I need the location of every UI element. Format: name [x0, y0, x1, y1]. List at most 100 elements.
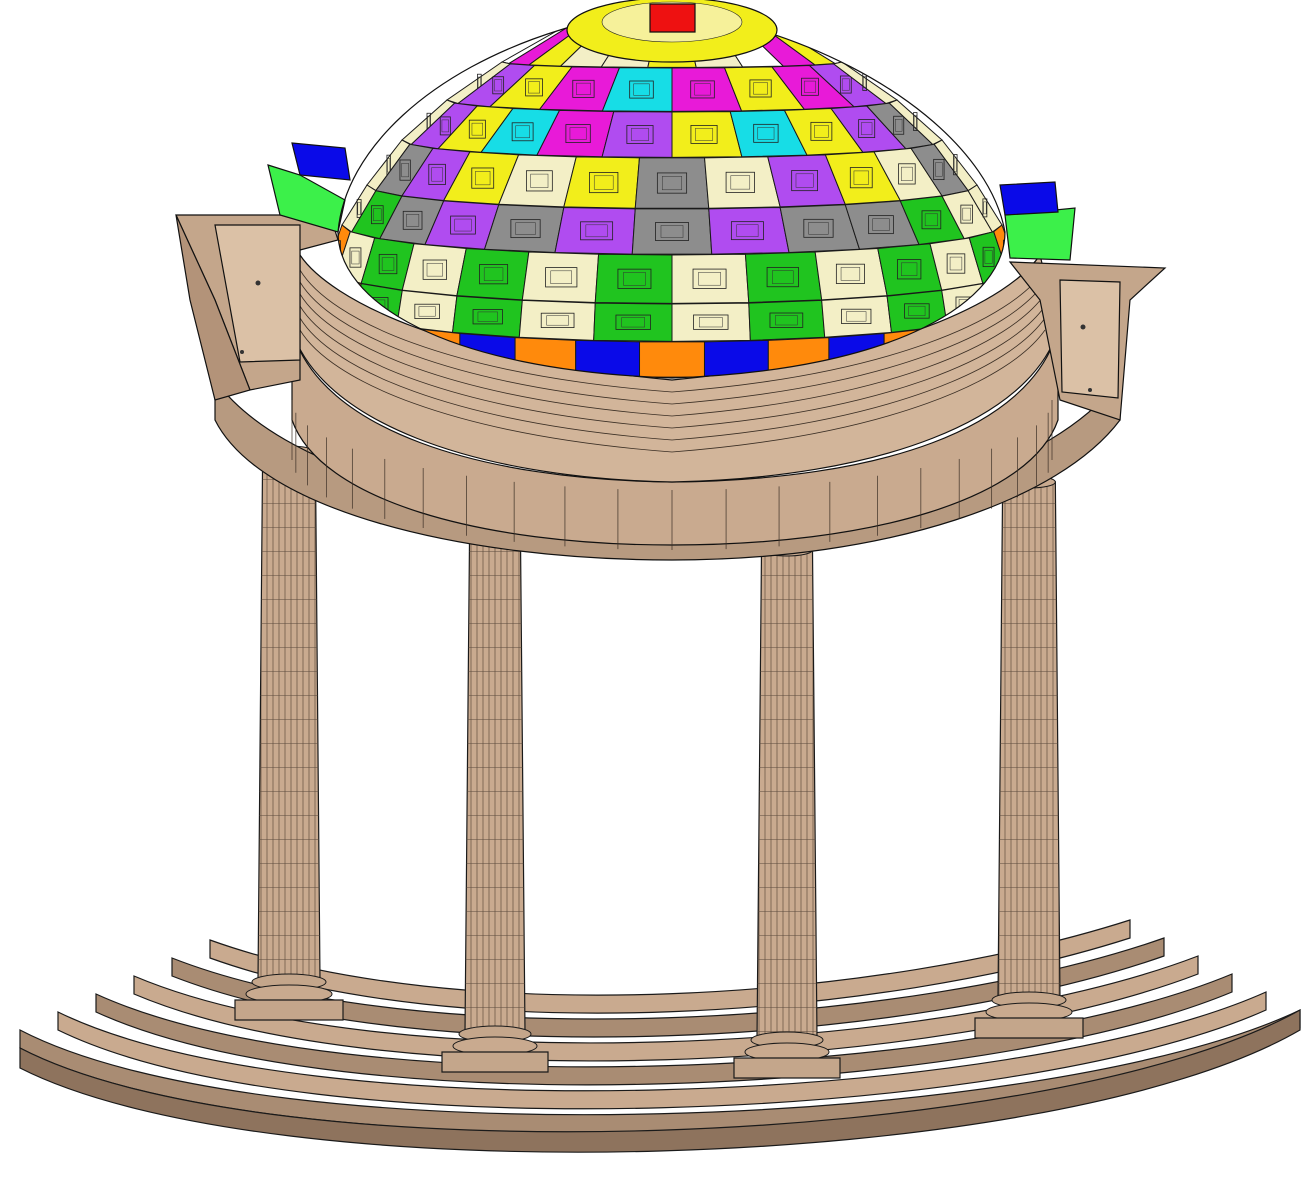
coffer-inset-inner: [660, 225, 684, 238]
coffer-inset-inner: [863, 75, 867, 88]
coffer-inset-inner: [387, 158, 391, 173]
coffer-inset: [468, 119, 486, 139]
coffer-inset: [933, 158, 945, 181]
coffer-inset: [769, 312, 804, 328]
entablature-joints: [291, 269, 1053, 550]
entablature-ring: [214, 253, 1121, 561]
coffer-inset-inner: [441, 119, 449, 133]
coffer-inset: [849, 167, 873, 189]
coffer-inset: [356, 199, 362, 218]
coffer-inset-inner: [935, 162, 943, 177]
dome-block: [634, 157, 710, 209]
dome-block: [593, 302, 673, 342]
dome-block: [456, 247, 530, 301]
column-plinth: [234, 999, 344, 1021]
coffer-inset-inner: [984, 250, 993, 264]
stepped-base: [19, 919, 1301, 1153]
coffer-inset-inner: [454, 218, 472, 232]
coffer-inset-inner: [431, 167, 443, 182]
coffer-inset: [921, 210, 942, 230]
dome-block: [708, 206, 790, 255]
cornice-moulding-line: [299, 281, 1046, 405]
coffer-inset-inner: [477, 311, 498, 322]
coffer-inset-inner: [730, 175, 751, 190]
coffer-inset: [615, 314, 651, 330]
dome-buttress-left: [267, 164, 346, 233]
coffer-inset-inner: [983, 201, 987, 215]
dome-block: [744, 251, 823, 304]
coffer-inset: [545, 267, 578, 288]
coffer-inset-inner: [808, 222, 829, 235]
coffer-inset-inner: [895, 119, 903, 132]
coffer-inset-inner: [962, 207, 971, 221]
coffer-inset-inner: [528, 81, 540, 94]
coffer-inset: [725, 171, 755, 193]
coffer-inset-inner: [775, 315, 798, 326]
coffer-inset: [525, 78, 543, 97]
coffer-inset: [572, 79, 595, 98]
coffered-dome: [267, 0, 1076, 379]
coffer-inset-inner: [861, 122, 873, 135]
coffer-inset-inner: [351, 250, 360, 265]
coffer-inset: [730, 221, 764, 241]
coffer-inset: [692, 268, 727, 289]
coffer-inset-inner: [373, 208, 382, 221]
coffer-inset: [858, 119, 876, 138]
coffer-inset-inner: [772, 270, 794, 284]
coffer-inset-inner: [757, 127, 775, 140]
coffer-inset: [471, 167, 495, 189]
coffer-inset: [510, 219, 541, 239]
coffer-inset: [349, 247, 362, 268]
coffer-inset: [626, 125, 654, 144]
dome-block: [748, 299, 826, 341]
coffer-inset: [946, 253, 966, 274]
coffer-inset: [399, 159, 411, 181]
coffer-inset: [749, 79, 772, 98]
coffer-inset-inner: [515, 222, 536, 235]
column-left-front: [441, 533, 549, 1073]
dome-buttress-left-top: [291, 142, 351, 181]
coffer-inset: [693, 314, 729, 330]
coffer-inset-inner: [576, 82, 591, 95]
coffer-inset: [896, 259, 922, 280]
coffer-inset: [953, 154, 958, 176]
dome-block: [594, 253, 673, 304]
coffer-inset: [868, 215, 894, 235]
coffer-inset: [414, 303, 440, 320]
coffer-inset: [810, 121, 833, 141]
coffer-inset-inner: [475, 171, 491, 186]
coffer-inset: [803, 218, 834, 238]
coffer-inset: [982, 198, 988, 218]
coffer-inset-inner: [515, 125, 530, 139]
coffer-inset-inner: [698, 272, 721, 286]
coffer-inset-inner: [913, 115, 917, 128]
coffer-inset-inner: [483, 267, 504, 281]
coffer-inset: [492, 76, 505, 95]
coffer-inset: [525, 170, 553, 192]
dome-block: [554, 206, 636, 255]
coffer-inset: [617, 268, 652, 289]
coffer-inset-inner: [426, 262, 443, 277]
coffer-inset-inner: [593, 175, 614, 190]
coffer-inset: [580, 221, 614, 241]
coffer-inset: [655, 222, 689, 241]
dome-block: [814, 247, 888, 301]
coffer-inset-inner: [908, 305, 926, 317]
coffer-inset-inner: [853, 170, 869, 185]
coffer-inset: [753, 123, 779, 143]
coffer-inset: [656, 172, 688, 194]
coffer-inset: [893, 115, 905, 135]
dome-block: [671, 111, 743, 158]
coffer-inset-inner: [546, 315, 569, 326]
coffer-inset: [472, 309, 503, 325]
coffer-inset-inner: [1003, 243, 1005, 257]
coffer-inset: [402, 210, 423, 230]
coffer-inset-inner: [406, 214, 420, 227]
coffer-inset: [839, 75, 852, 94]
dome-block: [631, 208, 713, 255]
coffer-inset: [540, 312, 575, 328]
dome-block: [518, 299, 596, 341]
coffer-inset-inner: [550, 270, 572, 284]
coffer-inset-inner: [621, 317, 645, 328]
